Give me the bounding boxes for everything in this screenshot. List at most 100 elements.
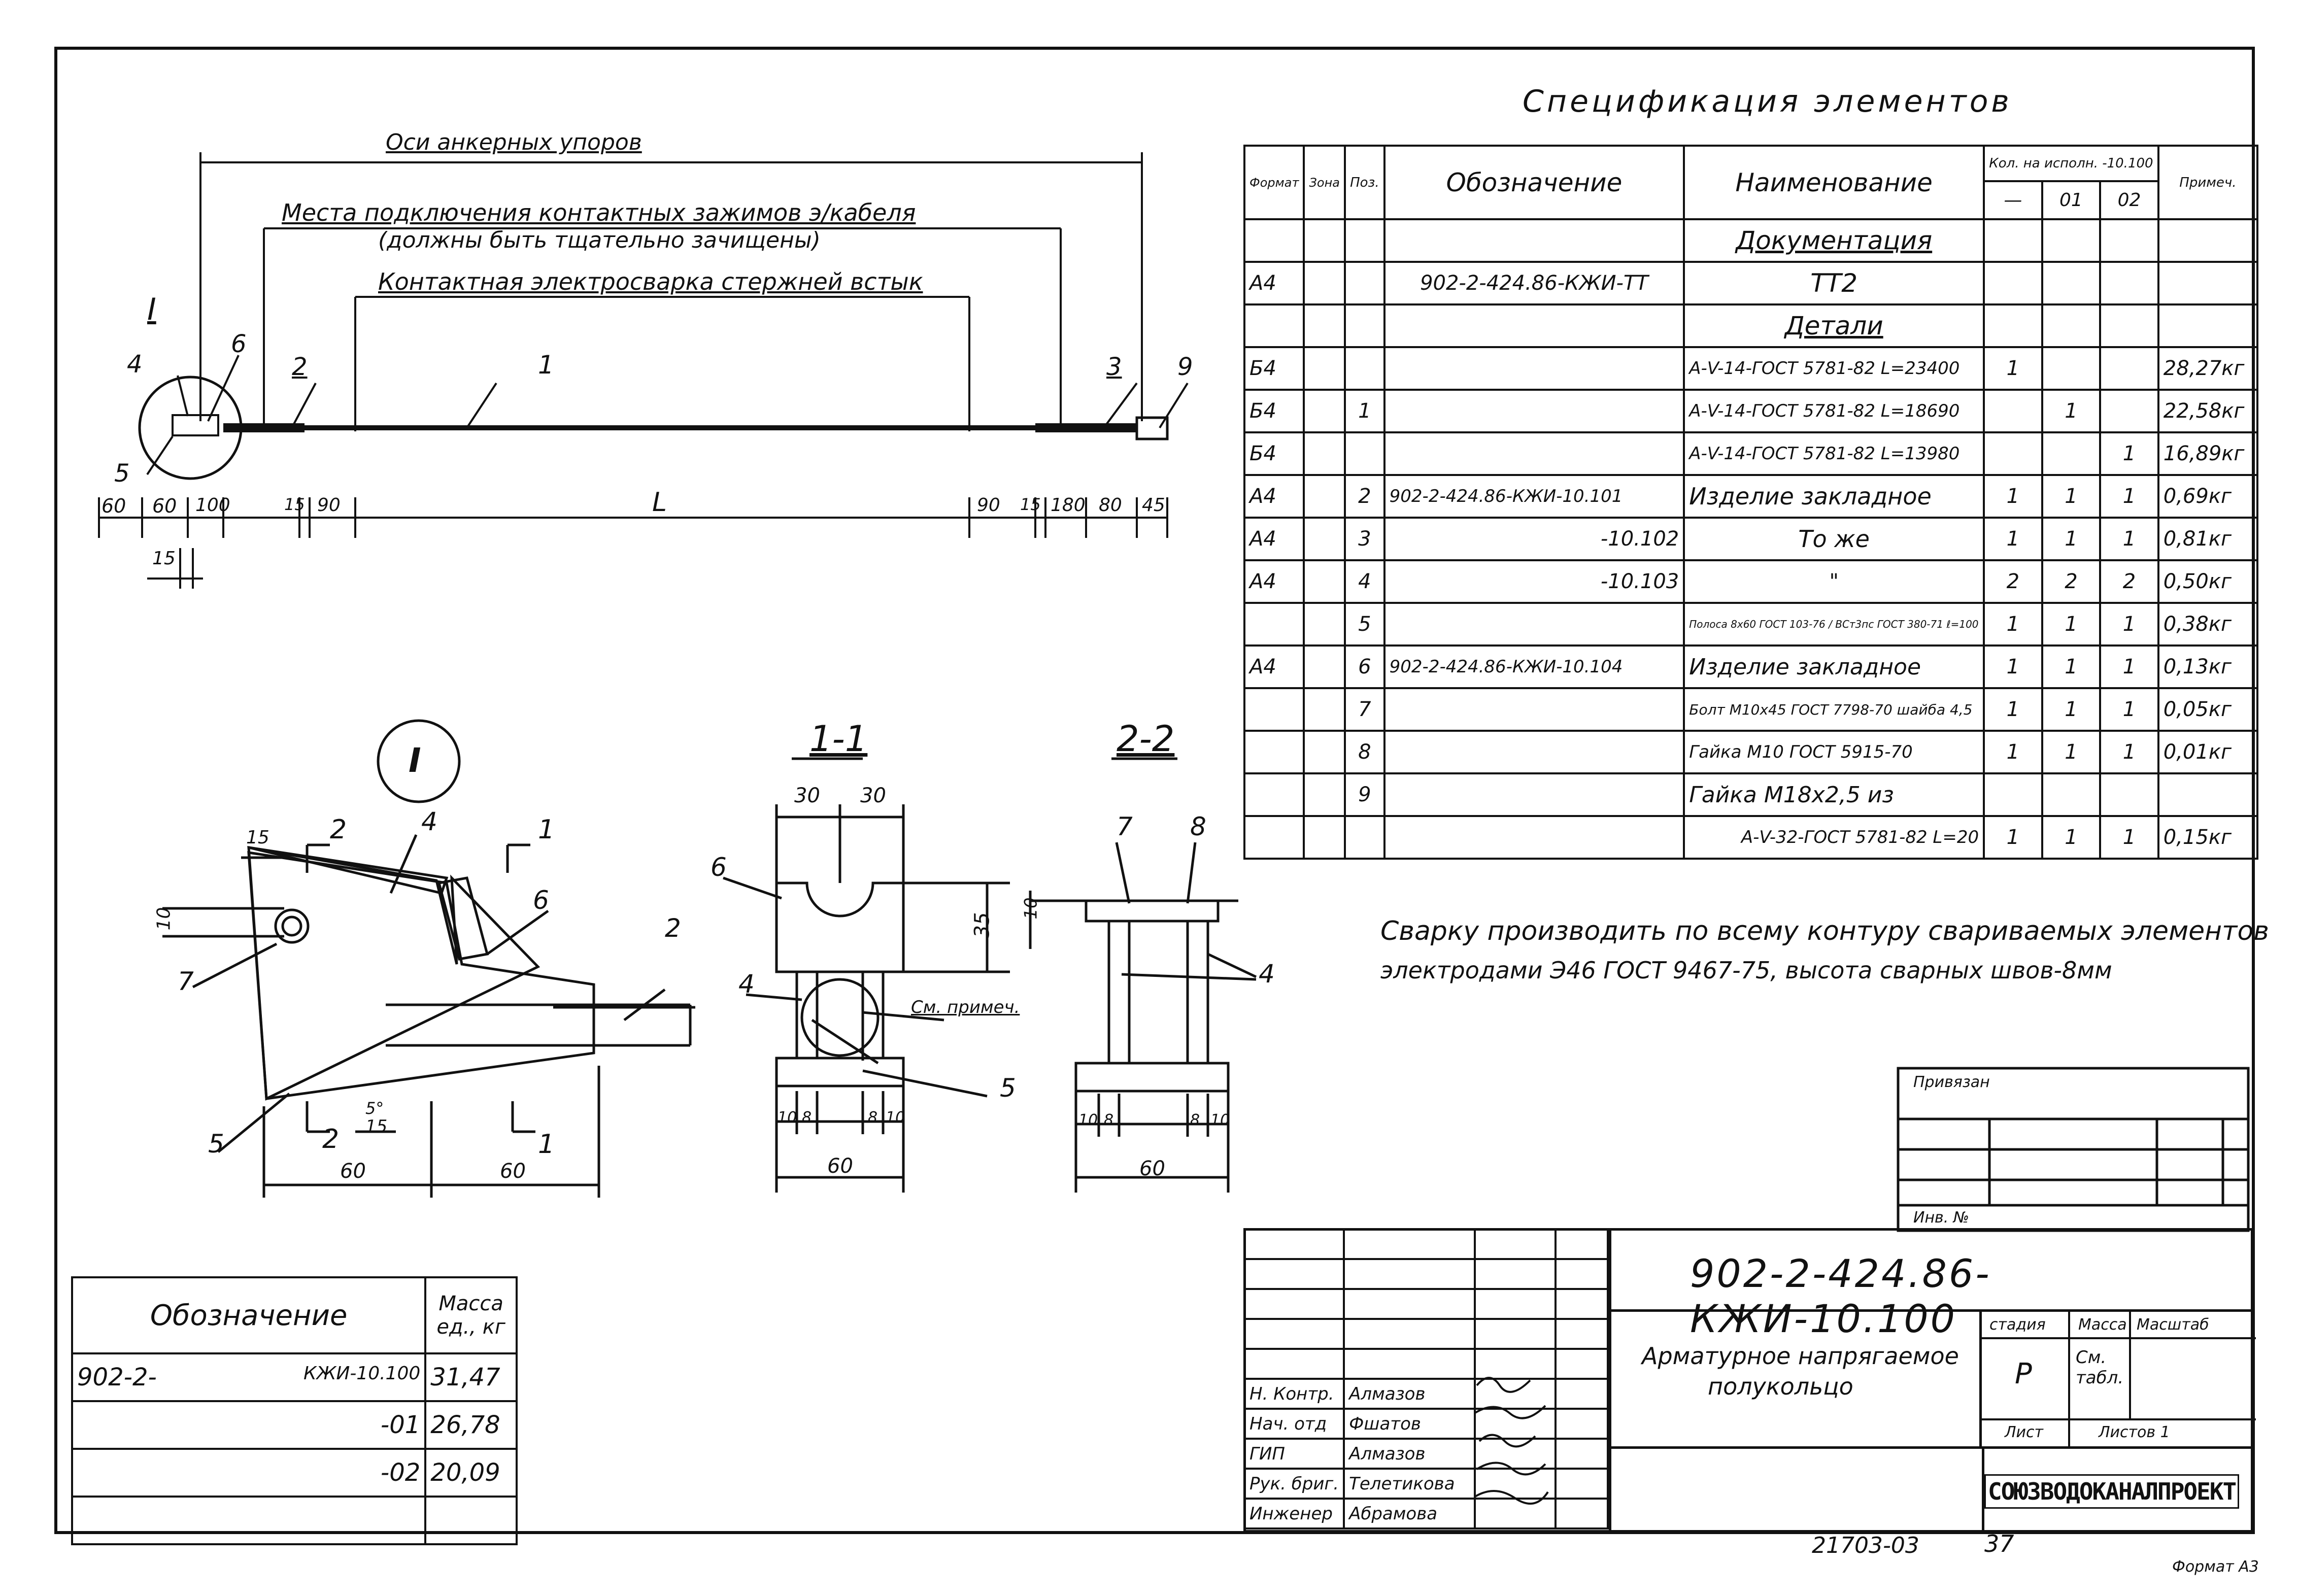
drawing-code: 902-2-424.86-КЖИ-10.100 <box>1690 1251 1991 1341</box>
spec-h-zone: Зона <box>1303 145 1346 220</box>
sec2-dim-10b: 10 <box>1210 1111 1230 1129</box>
spec-h-qty-01: 01 <box>2041 180 2102 220</box>
org-name: СОЮЗВОДОКАНАЛПРОЕКТ <box>1984 1474 2240 1509</box>
table-row: Рук. бриг.Телетикова <box>1243 1468 1609 1500</box>
pos-4-label: 4 <box>127 350 143 379</box>
dim-90-a: 90 <box>317 495 341 516</box>
stage-value: Р <box>2015 1357 2032 1390</box>
mass-value: См. табл. <box>2076 1347 2124 1388</box>
detail-cut-1-bot: 1 <box>538 1129 555 1160</box>
sec2-dim-10a: 10 <box>1078 1111 1098 1129</box>
spec-h-qty: Кол. на исполн. -10.100 <box>1983 145 2159 182</box>
sec2-dim-8a: 8 <box>1104 1111 1114 1129</box>
footer-page: 37 <box>1984 1530 2014 1557</box>
sec1-dim-10b: 10 <box>886 1109 905 1127</box>
stage-header: стадия <box>1989 1316 2046 1334</box>
sec1-dim-60: 60 <box>827 1154 853 1178</box>
detail-dim-15b: 15 <box>365 1116 388 1137</box>
spec-h-name: Наименование <box>1683 145 1985 220</box>
dim-60-b: 60 <box>152 495 177 517</box>
dim-15-b: 15 <box>1020 495 1041 514</box>
footer-number: 21703-03 <box>1812 1533 1919 1558</box>
dim-80: 80 <box>1099 495 1122 516</box>
pos-1-label: 1 <box>538 350 554 380</box>
footer-format: Формат А3 <box>2172 1558 2259 1576</box>
dim-180: 180 <box>1051 495 1086 516</box>
spec-h-pos: Поз. <box>1344 145 1385 220</box>
sec2-pos-7: 7 <box>1117 812 1133 841</box>
pos-9-label: 9 <box>1177 353 1193 381</box>
note-line-1: Сварку производить по всему контуру свар… <box>1380 916 2269 946</box>
table-row: А4 902-2-424.86-КЖИ-ТТ ТТ2 <box>1243 261 2259 305</box>
sec1-dim-8b: 8 <box>868 1109 878 1127</box>
mass-table: Обозначение Масса ед., кг 902-2-КЖИ-10.1… <box>71 1276 518 1545</box>
detail-I-circle-label: I <box>409 741 421 780</box>
label-welding: Контактная электросварка стержней встык <box>378 268 923 295</box>
stamp-code-row: 902-2-424.86-КЖИ-10.100 <box>1609 1231 2253 1341</box>
pos-3-label: 3 <box>1106 353 1122 381</box>
mark-detail-I: I <box>147 292 156 327</box>
sec1-weld-note: См. примеч. <box>911 997 1020 1017</box>
pos-6-label: 6 <box>231 330 247 358</box>
detail-bolt-10: 10 <box>153 907 175 931</box>
sec2-pos-4: 4 <box>1259 959 1275 989</box>
detail-cut-2-bot: 2 <box>322 1124 340 1154</box>
detail-pos-2: 2 <box>665 913 681 943</box>
table-row: Документация <box>1243 218 2259 263</box>
dim-100: 100 <box>195 495 230 516</box>
dim-90-b: 90 <box>977 495 1000 516</box>
spec-h-format: Формат <box>1243 145 1305 220</box>
table-row: Детали <box>1243 303 2259 348</box>
dim-anchor-axes: Оси анкерных упоров <box>386 129 642 155</box>
spec-h-note: Примеч. <box>2157 145 2259 220</box>
spec-h-qty-02: 02 <box>2099 180 2159 220</box>
sheets-label: Листов 1 <box>2099 1423 2170 1441</box>
table-row: -01 26,78 <box>71 1400 518 1450</box>
dim-45: 45 <box>1142 495 1165 516</box>
part-title-1: Арматурное напрягаемое <box>1642 1342 1959 1370</box>
label-contacts-line2: (должны быть тщательно зачищены) <box>378 227 821 253</box>
detail-pos-6: 6 <box>533 886 549 915</box>
detail-cut-2-top: 2 <box>330 814 347 845</box>
label-contacts-line1: Места подключения контактных зажимов э/к… <box>282 199 916 226</box>
sec2-pos-8: 8 <box>1190 812 1206 841</box>
table-row: 902-2-КЖИ-10.100 31,47 <box>71 1352 518 1402</box>
sec2-dim-10: 10 <box>1021 897 1041 920</box>
mass-header: Масса <box>2078 1316 2127 1334</box>
detail-pos-4: 4 <box>421 807 437 836</box>
detail-cut-1-top: 1 <box>538 814 555 845</box>
dim-15-small: 15 <box>152 548 176 569</box>
sec1-dim-10a: 10 <box>778 1109 797 1127</box>
sheet-label: Лист <box>2005 1423 2044 1441</box>
signatures-scribble <box>1473 1377 1549 1505</box>
sec1-dim-8a: 8 <box>802 1109 812 1127</box>
spec-h-qty-base: — <box>1983 180 2043 220</box>
spec-title: Спецификация элементов <box>1523 84 2012 119</box>
dim-60-a: 60 <box>102 495 126 517</box>
sec2-dim-8b: 8 <box>1190 1111 1200 1129</box>
stamp-org-cell: СОЮЗВОДОКАНАЛПРОЕКТ <box>1609 1449 2253 1533</box>
table-row: Н. Контр.Алмазов <box>1243 1378 1609 1410</box>
scale-header: Масштаб <box>2137 1316 2209 1334</box>
table-row: 5 Полоса 8х60 ГОСТ 103-76 / ВСт3пс ГОСТ … <box>1243 602 2259 647</box>
part-title-2: полукольцо <box>1708 1373 1853 1400</box>
mass-h-mass: Масса ед., кг <box>424 1276 518 1354</box>
detail-dim-15: 15 <box>246 827 269 848</box>
detail-angle: 5° <box>365 1099 384 1118</box>
stamp-meta: стадия Масса Масштаб Р См. табл. Лист Ли… <box>1979 1312 2256 1449</box>
table-row: 9 Гайка М18х2,5 из <box>1243 772 2259 817</box>
sec1-pos-4: 4 <box>738 969 755 999</box>
privyazan-label: Привязан <box>1913 1073 1990 1091</box>
detail-dim-60b: 60 <box>500 1160 526 1183</box>
